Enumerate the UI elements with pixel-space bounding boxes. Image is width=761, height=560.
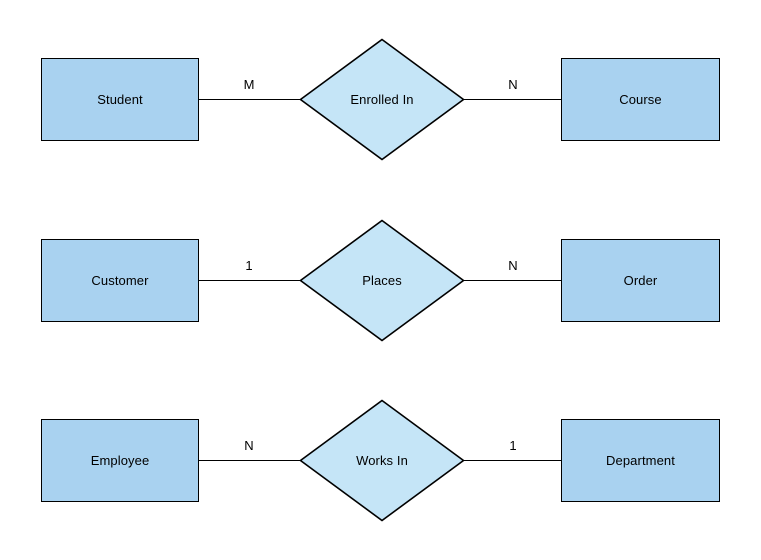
connector-line-right bbox=[464, 280, 561, 281]
connector-line-left bbox=[199, 280, 300, 281]
connector-line-left bbox=[199, 460, 300, 461]
cardinality-label-left: M bbox=[243, 77, 255, 92]
cardinality-label-right: N bbox=[508, 258, 518, 273]
entity-customer[interactable]: Customer bbox=[41, 239, 199, 322]
diamond-shape bbox=[299, 399, 465, 522]
cardinality-label-right: 1 bbox=[509, 438, 517, 453]
connector-line-left bbox=[199, 99, 300, 100]
entity-label: Student bbox=[97, 92, 143, 107]
er-relationship-row: Customer 1 Places N Order bbox=[0, 211, 761, 351]
relationship-places[interactable]: Places bbox=[299, 219, 465, 342]
entity-label: Employee bbox=[90, 453, 150, 468]
entity-employee[interactable]: Employee bbox=[41, 419, 199, 502]
entity-course[interactable]: Course bbox=[561, 58, 720, 141]
relationship-works-in[interactable]: Works In bbox=[299, 399, 465, 522]
entity-label: Course bbox=[619, 92, 662, 107]
cardinality-label-left: N bbox=[244, 438, 254, 453]
diamond-shape bbox=[299, 38, 465, 161]
entity-order[interactable]: Order bbox=[561, 239, 720, 322]
entity-department[interactable]: Department bbox=[561, 419, 720, 502]
entity-label: Order bbox=[623, 273, 658, 288]
cardinality-label-right: N bbox=[508, 77, 518, 92]
cardinality-label-left: 1 bbox=[245, 258, 253, 273]
er-relationship-row: Employee N Works In 1 Department bbox=[0, 391, 761, 531]
entity-label: Department bbox=[606, 453, 675, 468]
entity-label: Customer bbox=[91, 273, 149, 288]
relationship-enrolled-in[interactable]: Enrolled In bbox=[299, 38, 465, 161]
diamond-shape bbox=[299, 219, 465, 342]
er-relationship-row: Student M Enrolled In N Course bbox=[0, 30, 761, 170]
entity-student[interactable]: Student bbox=[41, 58, 199, 141]
connector-line-right bbox=[464, 99, 561, 100]
connector-line-right bbox=[464, 460, 561, 461]
